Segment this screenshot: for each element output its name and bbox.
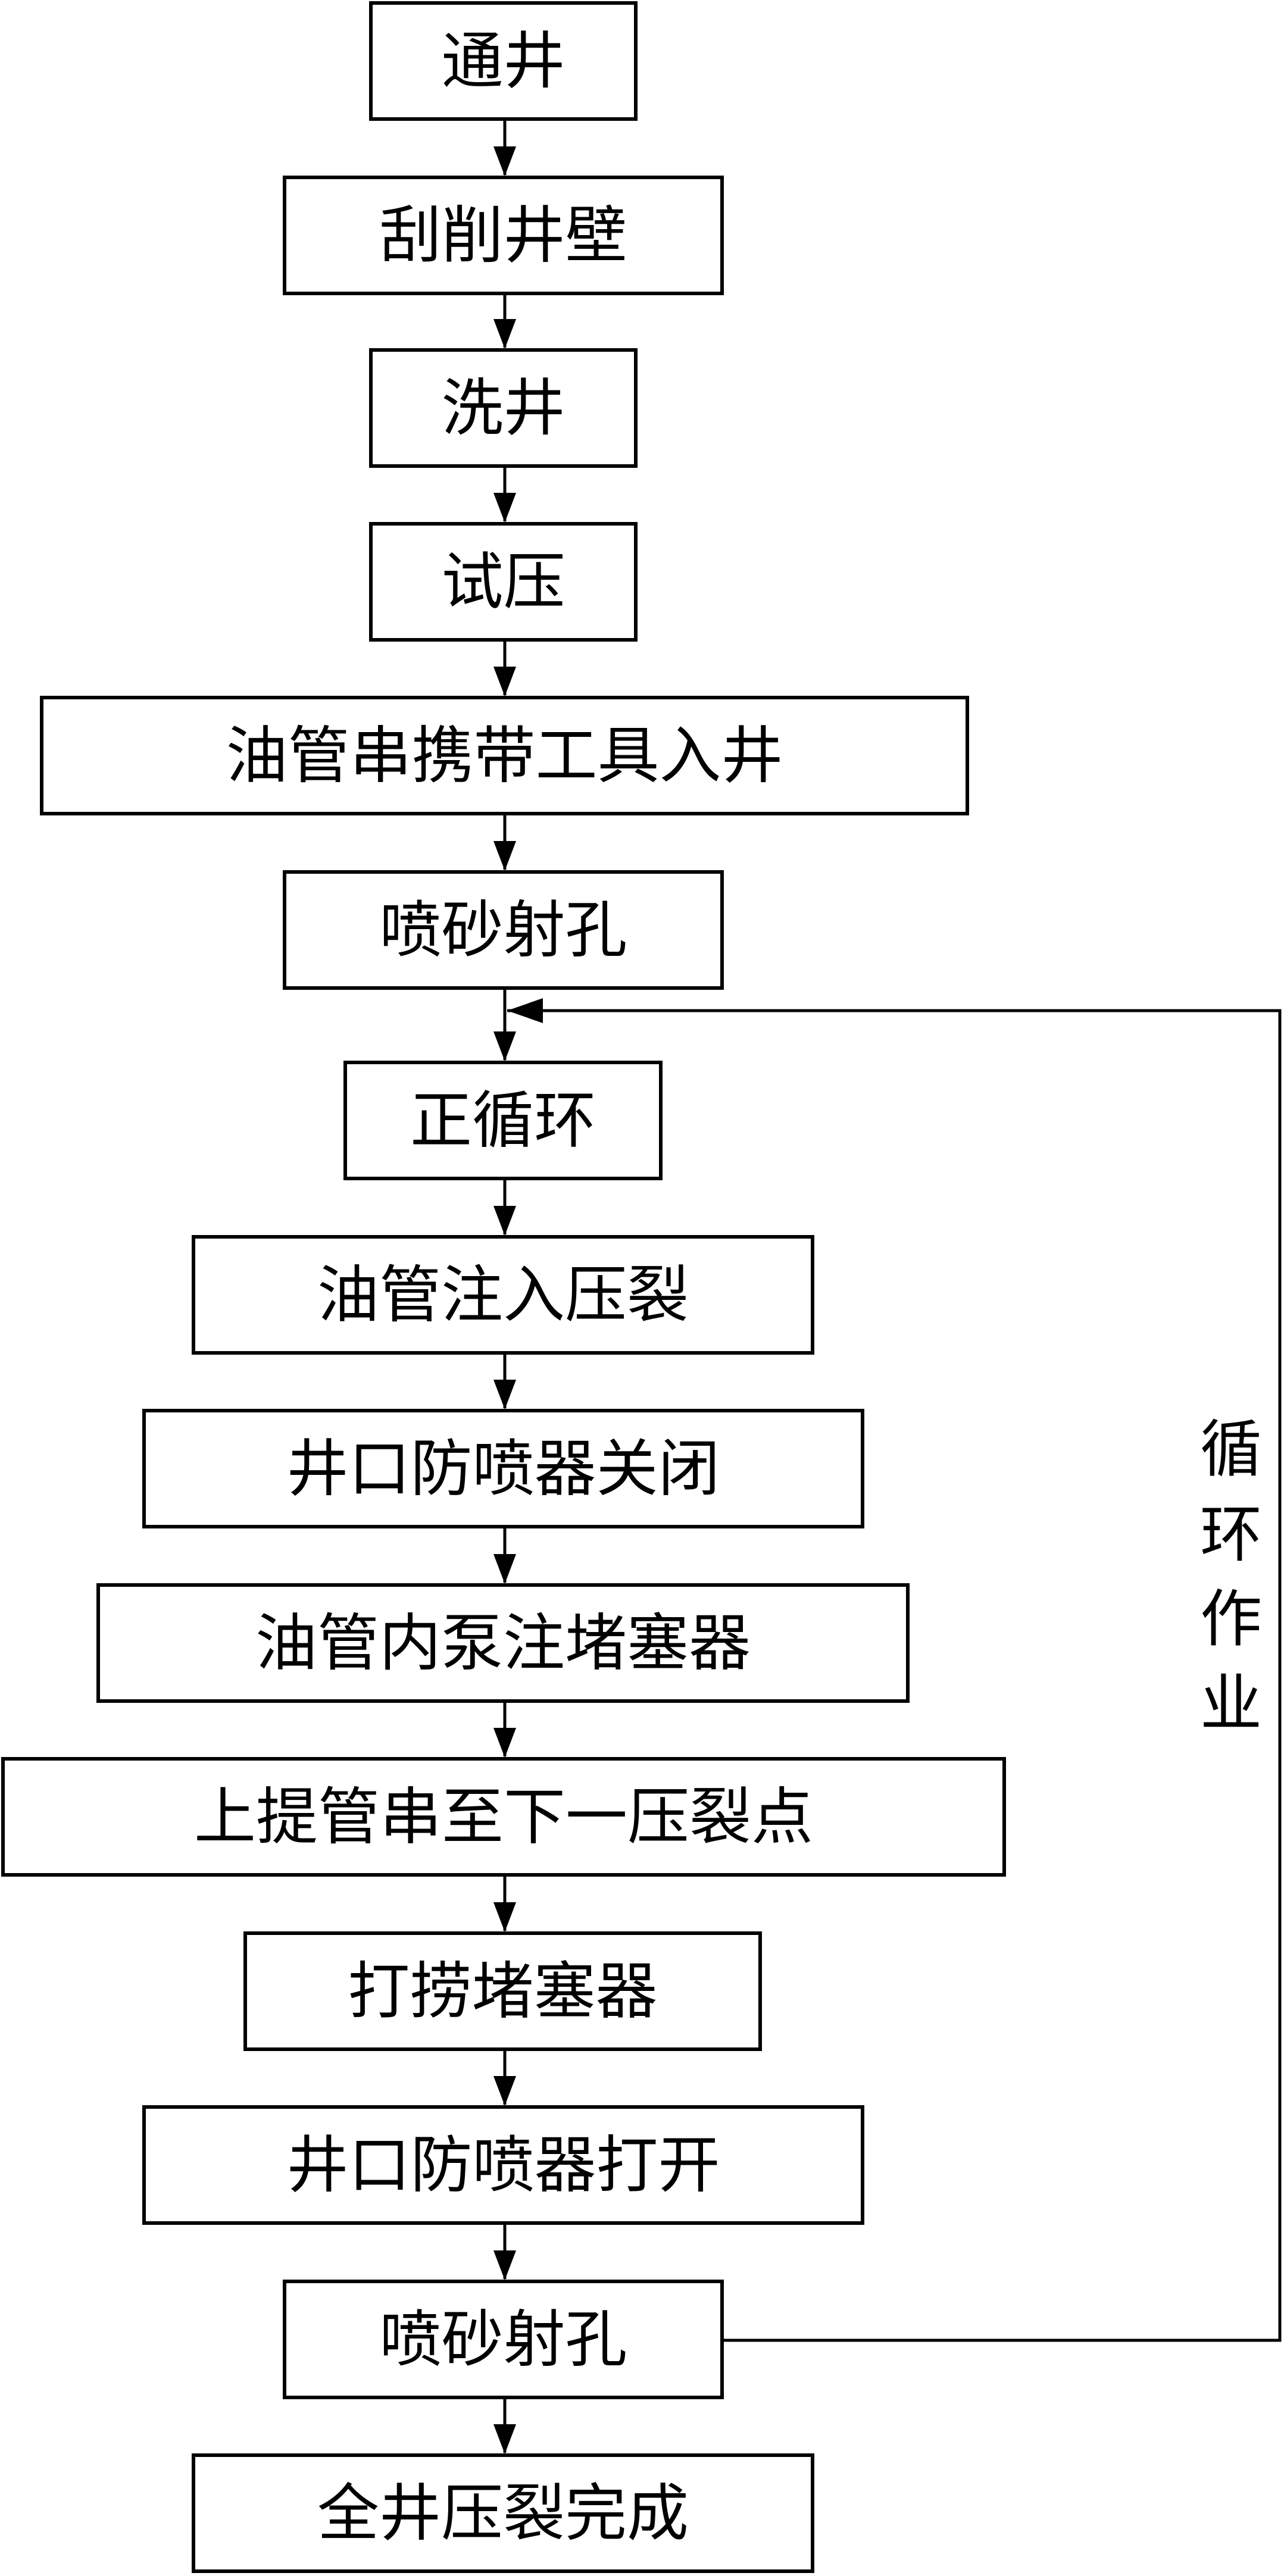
flow-step-box [142,1409,864,1528]
flow-steps: 通井刮削井壁洗井试压油管串携带工具入井喷砂射孔正循环油管注入压裂井口防喷器关闭油… [1,1,1006,2573]
flow-step: 刮削井壁 [283,176,724,295]
flow-arrowhead [493,1728,516,1758]
flow-step: 油管注入压裂 [192,1235,814,1355]
flow-step-box [142,2105,864,2225]
flow-arrowhead [493,2076,516,2106]
loop-label-char: 循 [1200,1413,1262,1486]
flow-arrowhead [493,319,516,349]
flow-step: 正循环 [343,1061,663,1180]
flow-arrowhead [493,1031,516,1061]
flow-step-label: 油管串携带工具入井 [226,720,783,792]
flow-step: 喷砂射孔 [283,870,724,990]
flow-step-label: 喷砂射孔 [379,2303,627,2376]
flow-step-box [283,176,724,295]
flow-step-box [369,522,638,642]
flow-step-label: 刮削井壁 [379,199,627,272]
loop-label-char: 作 [1200,1583,1262,1655]
flow-step-label: 井口防喷器关闭 [286,1433,720,1505]
flow-step-box [192,1235,814,1355]
flow-step-label: 打捞堵塞器 [348,1955,657,2028]
flow-step-label: 全井压裂完成 [317,2477,689,2550]
flow-step: 全井压裂完成 [192,2453,814,2573]
flow-step: 油管内泵注堵塞器 [96,1583,910,1703]
flow-step-box [283,870,724,990]
flow-step-label: 油管内泵注堵塞器 [255,1607,751,1680]
flow-step: 洗井 [369,348,638,468]
flow-step-label: 上提管串至下一压裂点 [194,1781,813,1853]
flow-step-box [1,1757,1006,1877]
flow-arrowhead [493,2250,516,2280]
flow-step-box [243,1931,762,2051]
flow-step: 试压 [369,522,638,642]
flow-arrowhead [493,1554,516,1584]
flow-step: 井口防喷器打开 [142,2105,864,2225]
flow-step: 喷砂射孔 [283,2280,724,2399]
flow-step-box [369,348,638,468]
flow-arrowhead [493,841,516,871]
flow-step-label: 油管注入压裂 [317,1259,689,1331]
flow-step-label: 通井 [441,25,565,98]
flow-step: 上提管串至下一压裂点 [1,1757,1006,1877]
loop-back: 循 环 作 业 [507,998,1282,2342]
flow-step: 通井 [369,1,638,121]
connectors [493,119,516,2454]
loop-back-arrowhead [507,998,543,1023]
flow-arrowhead [493,493,516,523]
flow-arrowhead [493,1902,516,1932]
flow-step: 油管串携带工具入井 [40,696,969,815]
flow-arrowhead [493,1380,516,1409]
flow-step-box [369,1,638,121]
flow-arrowhead [493,146,516,176]
loop-label-char: 环 [1200,1498,1262,1571]
flow-step-box [40,696,969,815]
flow-step-label: 井口防喷器打开 [286,2129,720,2202]
flow-step-label: 正循环 [410,1084,596,1157]
flow-step-box [96,1583,910,1703]
flow-step-box [343,1061,663,1180]
flow-step-label: 试压 [441,546,565,618]
flow-arrowhead [493,667,516,696]
loop-label-char: 业 [1200,1667,1262,1740]
loop-back-line [507,1009,1282,2342]
flow-step-label: 喷砂射孔 [379,894,627,967]
flow-arrowhead [493,2424,516,2454]
flow-step: 井口防喷器关闭 [142,1409,864,1528]
flow-step-box [283,2280,724,2399]
flow-step-label: 洗井 [441,372,565,445]
flow-arrowhead [493,1206,516,1236]
flow-step-box [192,2453,814,2573]
flow-step: 打捞堵塞器 [243,1931,762,2051]
